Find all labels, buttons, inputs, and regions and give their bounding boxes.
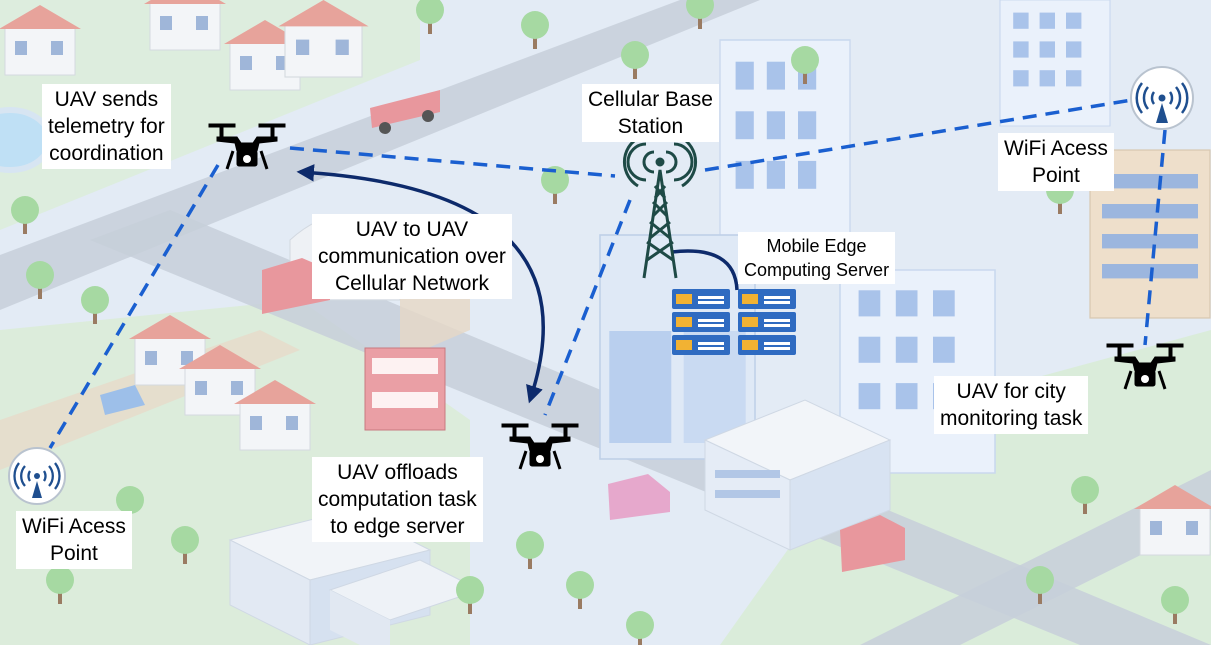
drone-icon bbox=[1106, 343, 1184, 390]
label-wifi-access-point-right: WiFi Acess Point bbox=[998, 133, 1114, 191]
wifi-access-point-icon bbox=[8, 447, 66, 505]
link-drone-telemetry-to-tower bbox=[289, 146, 616, 178]
road-diagonal-southeast bbox=[860, 470, 1211, 645]
link-wifi-right-to-drone-monitoring bbox=[1143, 129, 1167, 346]
label-wifi-access-point-left: WiFi Acess Point bbox=[16, 511, 132, 569]
server-rack-icon bbox=[672, 289, 796, 355]
link-tower-to-wifi-right bbox=[704, 98, 1133, 172]
label-cellular-base-station: Cellular Base Station bbox=[582, 84, 719, 142]
label-uav-to-uav: UAV to UAV communication over Cellular N… bbox=[312, 214, 512, 299]
label-uav-telemetry: UAV sends telemetry for coordination bbox=[42, 84, 171, 169]
tower-server-connector bbox=[671, 249, 739, 291]
link-tower-to-drone-offload bbox=[543, 199, 632, 416]
rooftop-building bbox=[703, 399, 892, 551]
wifi-access-point-icon bbox=[1130, 66, 1194, 130]
office-building bbox=[1089, 149, 1211, 319]
drone-icon bbox=[501, 423, 579, 470]
label-uav-offload: UAV offloads computation task to edge se… bbox=[312, 457, 483, 542]
drone-icon bbox=[208, 123, 286, 170]
house bbox=[143, 0, 227, 51]
label-mobile-edge-computing-server: Mobile Edge Computing Server bbox=[738, 232, 896, 284]
label-uav-monitoring: UAV for city monitoring task bbox=[934, 376, 1089, 434]
cell-tower-icon bbox=[622, 136, 698, 279]
dashed-links bbox=[48, 98, 1167, 449]
link-drone-to-wifi-left bbox=[48, 164, 220, 449]
